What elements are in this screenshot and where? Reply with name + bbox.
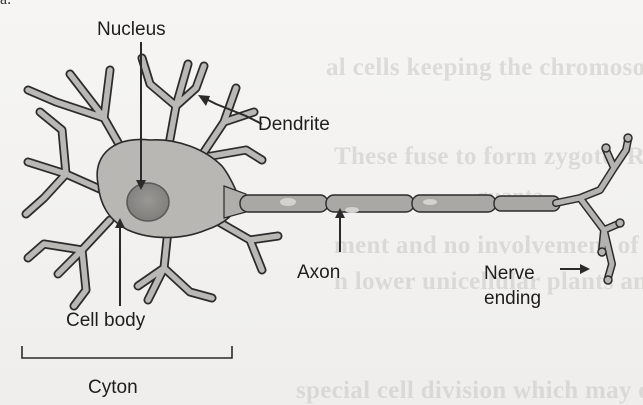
nucleus-label: Nucleus [97,19,166,40]
nucleus-shape [127,183,169,221]
nerve-ending-label-line1: Nerve [484,263,535,284]
cell-body-label: Cell body [66,310,146,331]
dendrite-label: Dendrite [258,114,330,135]
axon-label: Axon [297,262,340,283]
cyton-bracket [22,346,232,358]
axon-myelin-segments [240,195,560,213]
cyton-label: Cyton [88,377,138,398]
nerve-ending-label-line2: ending [484,288,541,309]
nerve-ending-branches [556,134,632,284]
